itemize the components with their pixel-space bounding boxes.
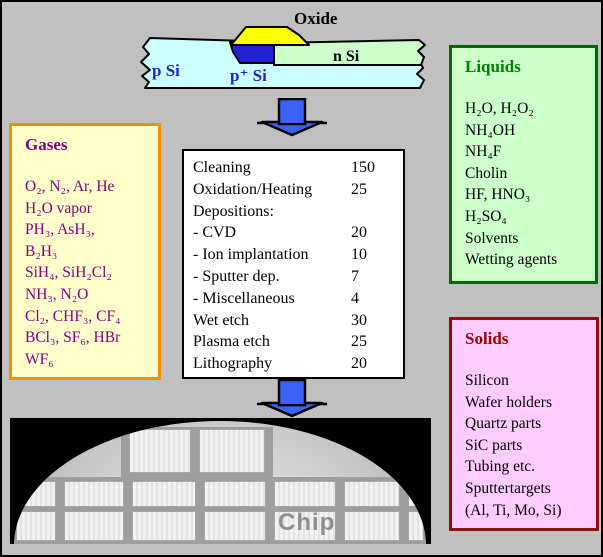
oxide-label: Oxide: [294, 9, 338, 28]
liquid-item: H₂SO₄: [465, 207, 507, 225]
liquids-list: H₂O, H₂O₂ NH₄OH NH₄F Cholin HF, HNO₃ H₂S…: [452, 98, 595, 271]
n-si-label: n Si: [333, 48, 360, 65]
step-count: 25: [351, 333, 367, 351]
liquid-item: Cholin: [465, 164, 508, 182]
chip-block: [204, 481, 266, 507]
step-label: Oxidation/Heating: [193, 180, 313, 198]
step-label: Wet etch: [193, 311, 250, 329]
liquid-item: Solvents: [465, 229, 519, 247]
liquids-box: Liquids H₂O, H₂O₂ NH₄OH NH₄F Cholin HF, …: [449, 45, 598, 284]
chip-block: [344, 511, 400, 541]
liquid-item: HF, HNO₃: [465, 186, 531, 204]
step-label: Plasma etch: [193, 333, 270, 351]
step-label: - Ion implantation: [193, 246, 309, 264]
liquids-title: Liquids: [465, 57, 521, 76]
table-row: Wet etch 30: [193, 310, 403, 332]
gas-item: PH₃, AsH₃,: [25, 221, 95, 239]
arrow-down-icon: [257, 379, 327, 418]
chip-block: [204, 511, 266, 541]
step-count: 150: [351, 159, 375, 176]
solid-item: Sputtertargets: [465, 479, 551, 497]
solid-item: Wafer holders: [465, 393, 552, 411]
step-count: 7: [351, 267, 359, 285]
solid-item: Quartz parts: [465, 415, 542, 433]
p-si-label: p Si: [152, 61, 180, 80]
chip-block: [408, 511, 424, 541]
solid-item: SiC parts: [465, 436, 523, 454]
chip-block: [274, 481, 336, 507]
n-si-region: [273, 39, 426, 66]
step-count: 25: [351, 180, 367, 198]
gas-item: H₂O vapor: [25, 199, 92, 217]
liquid-item: H₂O, H₂O₂: [465, 100, 534, 117]
chip-block: [132, 481, 196, 507]
solids-box: Solids Silicon Wafer holders Quartz part…: [449, 317, 599, 531]
step-count: 20: [351, 355, 367, 373]
gas-item: WF₆: [25, 350, 54, 368]
chip-label: Chip: [278, 509, 336, 536]
process-step-table: Cleaning 150 Oxidation/Heating 25 Deposi…: [182, 149, 405, 379]
gas-item: SiH₄, SiH₂Cl₂: [25, 264, 112, 282]
table-row: Depositions:: [193, 201, 403, 223]
step-label: - Miscellaneous: [193, 289, 295, 307]
chip-block: [64, 481, 124, 507]
step-label: - CVD: [193, 224, 237, 242]
gas-item: Cl₂, CHF₃, CF₄: [25, 307, 121, 325]
chip-photo: Chip: [10, 418, 431, 544]
step-label: Cleaning: [193, 159, 251, 176]
gases-box: Gases O₂, N₂, Ar, He H₂O vapor PH₃, AsH₃…: [9, 123, 161, 380]
table-row: Lithography 20: [193, 353, 403, 375]
table-row: Oxidation/Heating 25: [193, 179, 403, 201]
wafer-cross-section: Oxide p Si p⁺ Si n Si: [140, 9, 426, 89]
step-count: 10: [351, 246, 367, 264]
chip-block: [199, 429, 265, 473]
table-row: - Sputter dep. 7: [193, 266, 403, 288]
solids-list: Silicon Wafer holders Quartz parts SiC p…: [452, 370, 596, 521]
chip-block: [129, 429, 191, 473]
liquid-item: NH₄F: [465, 143, 502, 161]
solids-title: Solids: [465, 329, 509, 348]
solid-item: (Al, Ti, Mo, Si): [465, 501, 562, 519]
chip-block: [408, 481, 424, 507]
gases-title: Gases: [25, 135, 68, 154]
gas-item: NH₃, N₂O: [25, 285, 89, 303]
chip-block: [16, 511, 56, 541]
oxide-region: [230, 26, 310, 46]
arrow-down-icon: [257, 98, 327, 137]
chip-block: [16, 481, 56, 507]
liquid-item: Wetting agents: [465, 251, 558, 269]
gases-list: O₂, N₂, Ar, He H₂O vapor PH₃, AsH₃, B₂H₃…: [12, 176, 158, 370]
solid-item: Tubing etc.: [465, 458, 536, 476]
gas-item: O₂, N₂, Ar, He: [25, 178, 115, 195]
p-plus-si-label: p⁺ Si: [230, 66, 267, 85]
chip-dome: [14, 421, 426, 544]
chip-block: [274, 511, 336, 541]
step-label: Lithography: [193, 355, 273, 373]
solid-item: Silicon: [465, 372, 509, 389]
step-label: Depositions:: [193, 202, 274, 220]
step-count: 4: [351, 289, 359, 307]
chip-block: [344, 481, 400, 507]
chip-block: [132, 511, 196, 541]
table-row: Cleaning 150: [193, 157, 403, 179]
step-label: - Sputter dep.: [193, 267, 280, 285]
gas-item: B₂H₃: [25, 242, 58, 260]
liquid-item: NH₄OH: [465, 121, 516, 139]
table-row: - Ion implantation 10: [193, 244, 403, 266]
step-count: 20: [351, 224, 367, 242]
table-row: Plasma etch 25: [193, 331, 403, 353]
gas-item: BCl₃, SF₆, HBr: [25, 329, 121, 347]
step-count: 30: [351, 311, 367, 329]
table-row: - CVD 20: [193, 222, 403, 244]
table-row: - Miscellaneous 4: [193, 288, 403, 310]
chip-block: [64, 511, 124, 541]
